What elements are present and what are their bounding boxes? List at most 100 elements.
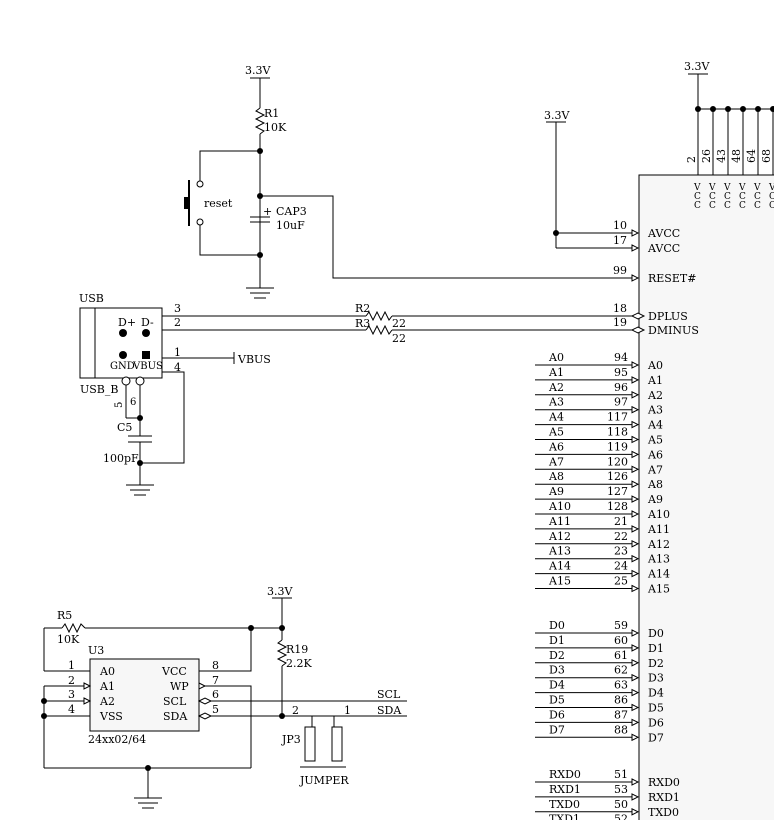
data-pin-marker <box>631 688 640 697</box>
address-pin-number: 25 <box>614 575 628 588</box>
vcc-pin-name: C <box>754 201 761 211</box>
address-pin-marker <box>631 495 640 503</box>
r3-resistor <box>365 324 393 336</box>
junction-dot <box>725 106 731 112</box>
vcc-pin-name: V <box>693 183 701 193</box>
vcc-pin-number: 26 <box>700 149 713 163</box>
r5-value: 10K <box>57 633 80 646</box>
address-pin-number: 23 <box>614 545 628 558</box>
address-net-label: A5 <box>548 426 564 439</box>
data-pin-number: 88 <box>614 723 628 736</box>
vcc-pin-name: C <box>739 201 746 211</box>
junction-dot <box>755 106 761 112</box>
u3-ref: U3 <box>88 644 104 657</box>
input-pin-marker <box>631 229 640 237</box>
data-pin-number: 87 <box>614 708 628 721</box>
usb-pin4-num: 4 <box>174 361 181 374</box>
address-pin-name: A3 <box>647 404 663 417</box>
data-pin-name: D6 <box>648 716 664 729</box>
reset-button-label: reset <box>204 197 233 210</box>
data-net-label: D4 <box>549 679 565 692</box>
serial-net-label: TXD0 <box>549 798 580 811</box>
jp3-pin1: 1 <box>344 704 351 717</box>
vcc-power-label: 3.3V <box>684 60 710 73</box>
address-pin-marker <box>631 480 640 489</box>
u3-pin8-num: 8 <box>212 659 219 672</box>
usb-ref: USB <box>79 292 104 305</box>
r19-resistor <box>276 639 288 667</box>
address-pin-number: 21 <box>614 515 628 528</box>
jp3-label: JUMPER <box>299 774 349 787</box>
data-net-label: D2 <box>549 649 565 662</box>
r5-resistor <box>61 622 86 634</box>
address-pin-name: A4 <box>647 419 663 432</box>
r2-ref: R2 <box>355 302 370 315</box>
mcu-pin-number: 10 <box>613 219 627 232</box>
address-net-label: A0 <box>548 351 564 364</box>
vcc-pin-name: V <box>723 183 731 193</box>
data-pin-number: 86 <box>614 694 628 707</box>
mcu-pin-name: AVCC <box>647 242 680 255</box>
data-net-label: D1 <box>549 634 565 647</box>
data-pin-marker <box>631 733 640 742</box>
address-net-label: A10 <box>548 500 571 513</box>
vcc-pin-name: C <box>724 192 731 202</box>
usb-pin2-num: 2 <box>174 316 181 329</box>
vcc-pin-name: C <box>724 201 731 211</box>
u3-pin1-num: 1 <box>68 659 75 672</box>
mcu-pin-name: AVCC <box>647 227 680 240</box>
vcc-pin-name: V <box>753 183 761 193</box>
mcu-pin-name: RESET# <box>648 272 696 285</box>
vcc-pin-name: C <box>739 192 746 202</box>
address-pin-name: A11 <box>647 523 670 536</box>
mcu-pins: 2VCC26VCC43VCC48VCC64VCC68VCC10AVCC17AVC… <box>535 106 774 820</box>
u3-pin-a2: A2 <box>99 695 115 708</box>
cap3-ref: CAP3 <box>276 205 307 218</box>
serial-net-label: RXD1 <box>549 783 581 796</box>
r2-value: 22 <box>392 317 406 330</box>
address-net-label: A15 <box>548 575 571 588</box>
data-pin-name: D1 <box>648 642 664 655</box>
address-pin-number: 95 <box>614 366 628 379</box>
address-net-label: A3 <box>548 396 564 409</box>
data-pin-name: D0 <box>648 627 664 640</box>
input-pin-marker <box>631 244 640 252</box>
data-pin-number: 63 <box>614 679 628 692</box>
serial-pin-marker <box>631 793 640 801</box>
serial-pin-name: RXD0 <box>648 776 680 789</box>
vcc-pin-number: 2 <box>685 156 698 163</box>
usb-pin-vbus: VBUS <box>132 361 163 372</box>
address-pin-marker <box>631 420 640 429</box>
mcu-pin-number: 19 <box>613 316 627 329</box>
r1-ref: R1 <box>264 107 279 120</box>
u3-pin7-num: 7 <box>212 674 219 687</box>
vcc-pin-name: C <box>769 201 774 211</box>
u3-pin6-num: 6 <box>212 688 219 701</box>
address-net-label: A12 <box>548 530 571 543</box>
serial-pin-number: 50 <box>614 798 628 811</box>
bidir-pin-marker <box>630 312 646 320</box>
mcu: 3.3V 3.3V <box>544 60 774 820</box>
r1-value: 10K <box>264 121 287 134</box>
address-pin-marker <box>631 525 640 533</box>
vcc-pin-number: 68 <box>760 149 773 163</box>
address-pin-name: A0 <box>647 359 663 372</box>
address-net-label: A6 <box>548 440 564 453</box>
serial-net-label: TXD1 <box>549 813 580 820</box>
data-pin-number: 62 <box>614 664 628 677</box>
address-pin-name: A13 <box>647 553 670 566</box>
serial-pin-number: 51 <box>614 768 628 781</box>
address-pin-name: A12 <box>647 538 670 551</box>
u3-pin-vcc: VCC <box>161 665 187 678</box>
usb-pin1-num: 1 <box>174 346 181 359</box>
address-pin-number: 127 <box>607 485 628 498</box>
data-pin-number: 61 <box>614 649 628 662</box>
address-pin-name: A8 <box>647 478 663 491</box>
vcc-pin-name: C <box>769 192 774 202</box>
data-pin-name: D7 <box>648 731 664 744</box>
r19-power-label: 3.3V <box>267 585 293 598</box>
address-net-label: A9 <box>548 485 564 498</box>
data-pin-marker <box>631 703 640 712</box>
usb-pin3-num: 3 <box>174 302 181 315</box>
